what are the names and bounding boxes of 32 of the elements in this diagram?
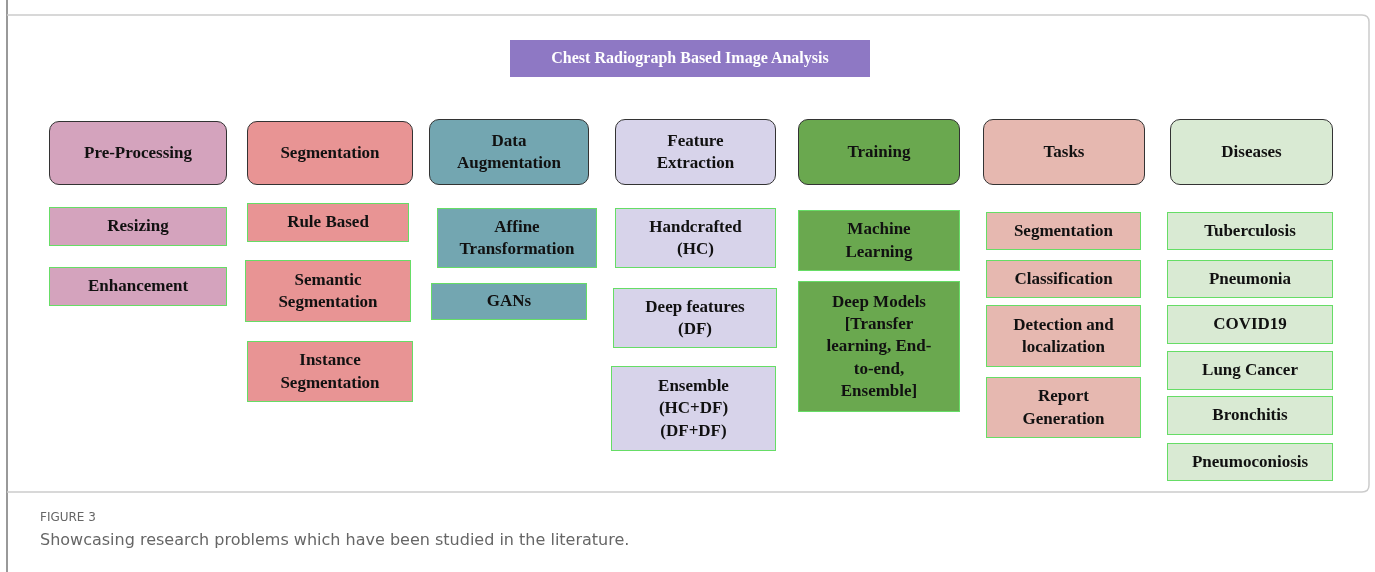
subcategory-box: Deep features (DF) bbox=[613, 288, 777, 348]
category-box: Tasks bbox=[983, 119, 1145, 185]
subcategory-box: Classification bbox=[986, 260, 1141, 298]
category-box: Diseases bbox=[1170, 119, 1333, 185]
category-box: Segmentation bbox=[247, 121, 413, 185]
subcategory-box: Bronchitis bbox=[1167, 396, 1333, 435]
subcategory-box: Tuberculosis bbox=[1167, 212, 1333, 250]
figure-caption: Showcasing research problems which have been studied in the literature. bbox=[40, 530, 630, 549]
subcategory-box: Machine Learning bbox=[798, 210, 960, 271]
title-box: Chest Radiograph Based Image Analysis bbox=[510, 40, 870, 77]
category-box: Feature Extraction bbox=[615, 119, 776, 185]
subcategory-box: Deep Models [Transfer learning, End-to-end, Ensemble] bbox=[798, 281, 960, 412]
subcategory-box: Ensemble (HC+DF) (DF+DF) bbox=[611, 366, 776, 451]
subcategory-box: Semantic Segmentation bbox=[245, 260, 411, 322]
subcategory-box: Rule Based bbox=[247, 203, 409, 242]
category-box: Training bbox=[798, 119, 960, 185]
subcategory-box: Instance Segmentation bbox=[247, 341, 413, 402]
subcategory-box: Report Generation bbox=[986, 377, 1141, 438]
subcategory-box: Detection and localization bbox=[986, 305, 1141, 367]
subcategory-box: Affine Transformation bbox=[437, 208, 597, 268]
subcategory-box: Lung Cancer bbox=[1167, 351, 1333, 390]
figure-number: FIGURE 3 bbox=[40, 510, 96, 524]
subcategory-box: Resizing bbox=[49, 207, 227, 246]
subcategory-box: Handcrafted (HC) bbox=[615, 208, 776, 268]
subcategory-box: COVID19 bbox=[1167, 305, 1333, 344]
subcategory-box: Pneumoconiosis bbox=[1167, 443, 1333, 481]
subcategory-box: Pneumonia bbox=[1167, 260, 1333, 298]
category-box: Data Augmentation bbox=[429, 119, 589, 185]
subcategory-box: Segmentation bbox=[986, 212, 1141, 250]
category-box: Pre-Processing bbox=[49, 121, 227, 185]
subcategory-box: Enhancement bbox=[49, 267, 227, 306]
subcategory-box: GANs bbox=[431, 283, 587, 320]
